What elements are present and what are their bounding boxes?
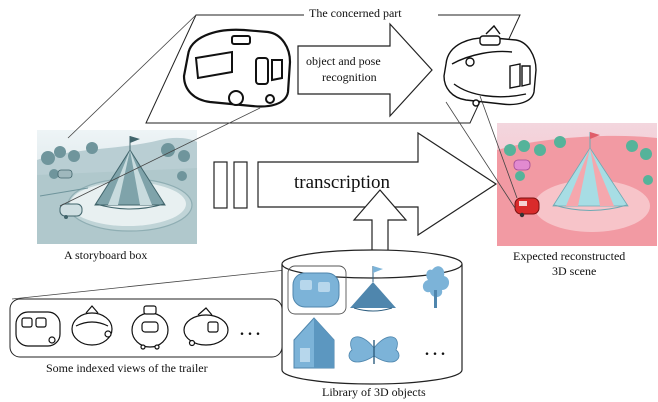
expected-scene-image [497,123,657,246]
tree-icon [422,266,450,308]
butterfly-icon [348,336,400,364]
library-ellipsis: . . . [425,342,445,359]
house-icon [293,317,335,369]
expected-label-line2: 3D scene [552,264,597,278]
trailer-view-back-icon [131,305,169,350]
recognition-label-line2: recognition [322,70,377,84]
trailer-view-front-icon [15,311,61,347]
transcription-arrow [213,131,498,237]
indexed-views-label: Some indexed views of the trailer [46,361,208,375]
library-items [287,265,450,369]
indexed-views-ellipsis: . . . [240,322,260,339]
trailer-model-icon [292,272,340,308]
expected-label-line1: Expected reconstructed [513,249,626,263]
storyboard-label: A storyboard box [64,248,148,262]
transcription-label: transcription [294,172,391,193]
storyboard-image [37,130,197,244]
trailer-sketch-icon [182,28,292,108]
concerned-part-label: The concerned part [309,6,402,20]
library-label: Library of 3D objects [322,385,426,399]
indexed-views-box [9,298,283,358]
trailer-lineart-icon [443,24,537,107]
recognition-arrow [297,22,433,118]
recognition-label-line1: object and pose [306,54,381,68]
trailer-view-side-icon [183,307,229,347]
circus-tent-icon [350,266,396,312]
trailer-view-three-quarter-icon [71,305,113,346]
